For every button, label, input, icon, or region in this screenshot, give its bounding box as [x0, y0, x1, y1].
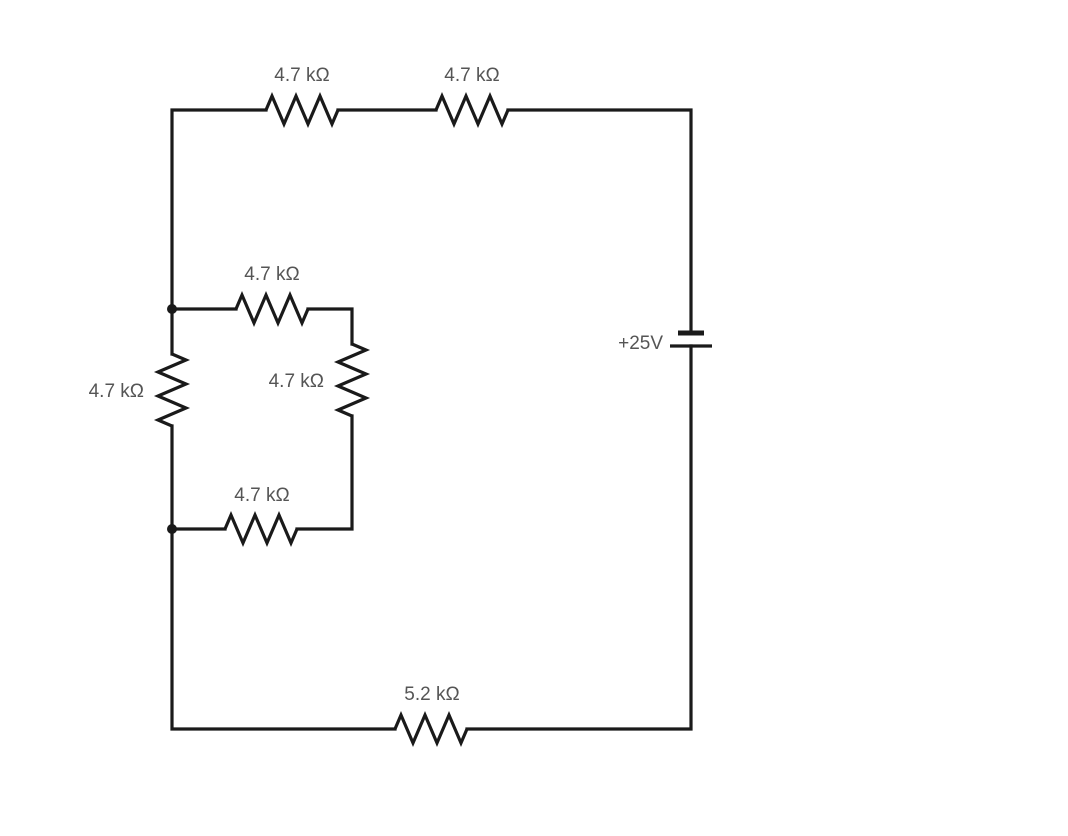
wires	[170, 108, 693, 731]
wire-inner-top-right	[306, 307, 354, 346]
resistor-bottom-symbol	[393, 710, 469, 748]
resistor-top-left-symbol	[264, 91, 340, 129]
wire-top-right	[506, 108, 693, 335]
junction-lower	[167, 524, 177, 534]
resistor-symbols	[153, 91, 510, 748]
wire-right-bottom	[465, 344, 693, 731]
battery-label: +25V	[618, 333, 663, 354]
resistor-bottom-label: 5.2 kΩ	[404, 684, 459, 705]
resistor-left-vertical-symbol	[153, 352, 191, 428]
resistor-top-right-label: 4.7 kΩ	[444, 65, 499, 86]
resistor-inner-bottom-label: 4.7 kΩ	[234, 485, 289, 506]
resistor-inner-top-label: 4.7 kΩ	[244, 264, 299, 285]
resistor-top-left-label: 4.7 kΩ	[274, 65, 329, 86]
wire-top-left	[170, 108, 268, 311]
battery-symbol	[670, 330, 712, 348]
resistor-inner-right-symbol	[333, 342, 371, 418]
junctions	[167, 304, 177, 534]
junction-upper	[167, 304, 177, 314]
resistor-inner-bottom-symbol	[223, 510, 299, 548]
labels: 4.7 kΩ 4.7 kΩ 4.7 kΩ 4.7 kΩ 4.7 kΩ 4.7 k…	[89, 65, 664, 705]
resistor-inner-top-symbol	[234, 290, 310, 328]
resistor-top-right-symbol	[434, 91, 510, 129]
resistor-left-vertical-label: 4.7 kΩ	[89, 381, 144, 402]
wire-inner-right-lower	[295, 414, 354, 531]
resistor-inner-right-label: 4.7 kΩ	[269, 371, 324, 392]
wire-bottom-left	[170, 527, 397, 731]
